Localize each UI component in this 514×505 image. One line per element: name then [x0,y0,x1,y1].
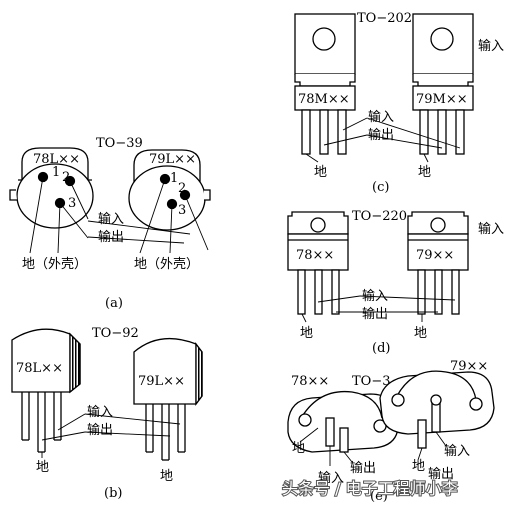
panel-c-ground-left: 地 [314,165,327,180]
panel-c: TO−202 78M×× 79M×× [294,11,504,195]
panel-e-output-right: 输出 [428,466,454,482]
panel-d-left-part: 78×× [296,248,334,263]
panel-a-caption: (a) [105,296,123,311]
panel-b-input-label: 输入 [87,404,113,420]
panel-c-right-part: 79M×× [416,92,468,107]
pin-num-1-right: 1 [170,171,178,186]
panel-e-caption: (e) [370,489,388,504]
panel-d-ground-right: 地 [414,326,427,341]
panel-a-leader-lines [29,176,209,254]
panel-a-ground-case-left: 地（外壳） [22,257,87,272]
panel-b-left-part: 78L×× [16,361,63,376]
panel-e-output-label: 输出 [350,460,376,476]
panel-d-package-label: TO−220 [352,209,407,224]
panel-e-input-right: 输入 [444,443,470,459]
to92-right-body [133,338,203,461]
pin-num-1-left: 1 [52,165,60,180]
to202-right [412,13,474,155]
to3-left-can [287,390,399,453]
panel-e-leader-lines [299,427,447,466]
to220-right [407,211,469,315]
panel-e: 78×× TO−3 79×× 地 输 [287,359,495,504]
panel-d-input-right: 输入 [478,221,504,237]
panel-c-ground-right: 地 [418,165,431,180]
panel-b-caption: (b) [104,486,122,501]
panel-d-output-label: 输出 [362,306,388,322]
panel-c-input-right: 输入 [478,38,504,54]
panel-e-right-part: 79×× [450,359,488,374]
panel-d-caption: (d) [372,341,390,356]
pin-num-2-right: 2 [178,181,186,196]
panel-d-leader-lines [301,295,456,323]
panel-d-right-part: 79×× [416,248,454,263]
to202-left [294,13,356,155]
panel-b-ground-right: 地 [160,469,173,484]
panel-a-package-label: TO−39 [96,136,143,151]
to92-left-body [11,328,81,453]
to39-right-can [128,149,211,231]
panel-d-input-label: 输入 [362,288,388,304]
panel-c-left-part: 78M×× [298,92,350,107]
panel-c-package-label: TO−202 [357,11,412,26]
pin-num-3-left: 3 [68,196,76,211]
panel-c-input-label: 输入 [368,109,394,125]
pin-num-3-right: 3 [178,203,186,218]
panel-c-output-label: 输出 [368,127,394,143]
panel-b-ground-left: 地 [36,460,49,475]
panel-c-caption: (c) [372,180,389,195]
panel-a-right-part: 79L×× [149,152,196,167]
panel-e-package-label: TO−3 [352,374,391,389]
panel-b-output-label: 输出 [87,422,113,438]
panel-a-output-label: 输出 [98,229,124,245]
panel-a-ground-case-right: 地（外壳） [134,257,199,272]
panel-d-ground-left: 地 [300,326,313,341]
panel-c-leader-lines [305,117,461,163]
panel-e-input-left: 输入 [318,470,344,486]
panel-e-ground-left: 地 [292,441,305,456]
panel-b: TO−92 78L×× 79L×× [11,326,203,501]
panel-b-package-label: TO−92 [92,326,139,341]
to3-right-can [379,370,495,449]
panel-e-ground-right: 地 [412,459,425,474]
panel-a-left-part: 78L×× [33,152,80,167]
to220-left [287,211,349,315]
panel-d: TO−220 78×× 79×× [287,209,504,356]
watermark: 头条号 / 电子工程师小李 [282,479,458,498]
panel-a-input-label: 输入 [98,211,124,227]
panel-a: TO−39 78L×× 1 2 3 79L×× 1 2 3 [9,136,211,311]
panel-b-right-part: 79L×× [138,374,185,389]
pin-num-2-left: 2 [62,170,70,185]
panel-b-leader-lines [41,413,181,458]
panel-e-left-part: 78×× [291,374,329,389]
